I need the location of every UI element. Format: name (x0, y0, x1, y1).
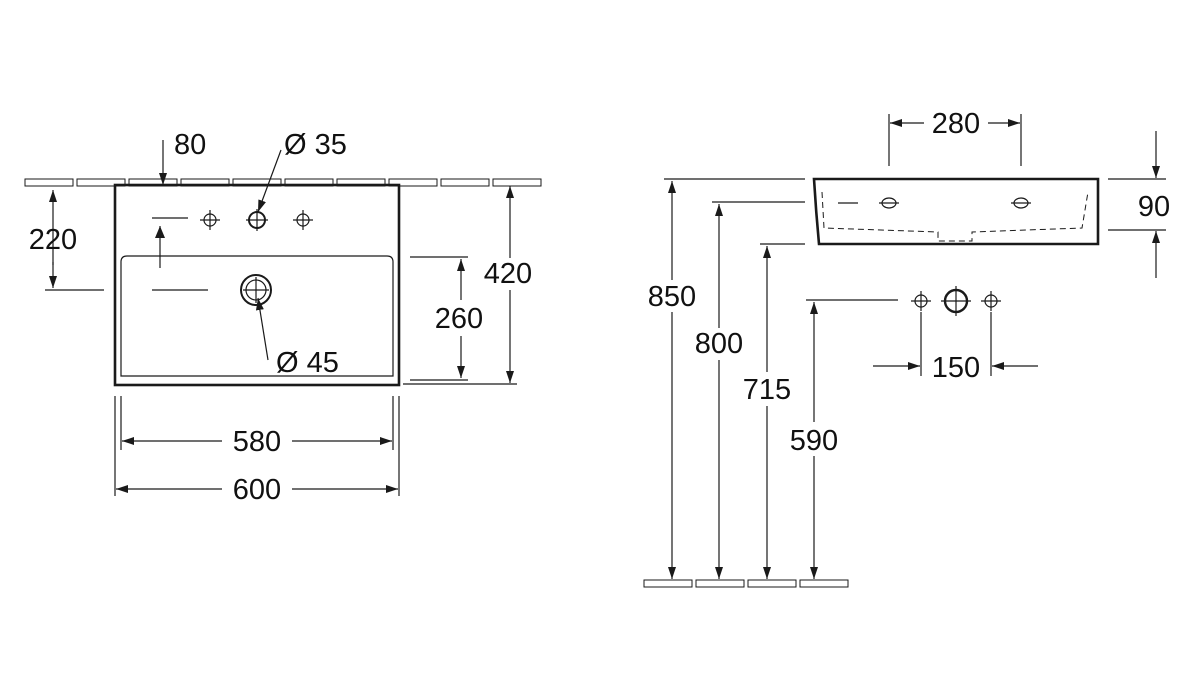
bowl-outline (120, 255, 394, 377)
dim-total-depth: 420 (484, 258, 532, 290)
wall-strip-front (24, 178, 542, 187)
connection-drain (941, 286, 971, 316)
dim-hole-spacing-bottom: 150 (932, 352, 980, 384)
faucet-hole-right (293, 210, 313, 230)
dim-height-to-rim: 850 (648, 281, 696, 313)
drain (240, 274, 272, 306)
dim-inner-width: 580 (233, 426, 281, 458)
side-hole-right (1011, 197, 1031, 209)
dim-height-590: 590 (790, 425, 838, 457)
dim-height-715: 715 (743, 374, 791, 406)
dim-overall-width: 600 (233, 474, 281, 506)
dim-hole-spacing-top: 280 (932, 108, 980, 140)
connection-hole-left (911, 291, 931, 311)
front-view: 80 Ø 35 Ø 45 220 420 260 580 (24, 129, 542, 506)
dim-bowl-depth: 260 (435, 303, 483, 335)
side-view: 280 90 850 800 715 590 (643, 108, 1170, 588)
connection-hole-right (981, 291, 1001, 311)
faucet-hole-center (246, 209, 268, 231)
dim-faucet-height: 220 (29, 224, 77, 256)
faucet-hole-left (200, 210, 220, 230)
basin-outline (113, 183, 401, 387)
basin-side-outline (812, 177, 1100, 246)
dim-basin-height: 90 (1138, 191, 1170, 223)
dim-height-800: 800 (695, 328, 743, 360)
dim-drain-diameter: Ø 45 (276, 347, 339, 379)
dim-faucet-hole-diameter: Ø 35 (284, 129, 347, 161)
dim-faucet-offset: 80 (174, 129, 206, 161)
side-hole-left (879, 197, 899, 209)
floor-strip (643, 579, 849, 588)
